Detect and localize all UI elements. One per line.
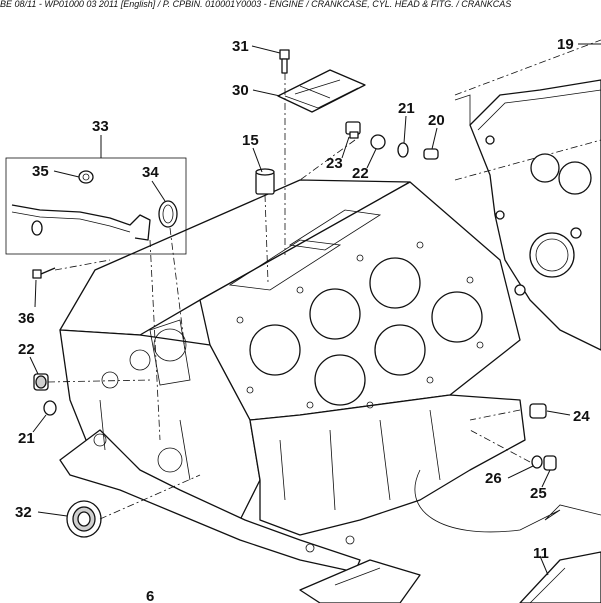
callout-11: 11 bbox=[533, 545, 549, 562]
callout-6: 6 bbox=[146, 588, 154, 603]
plug-25 bbox=[543, 455, 557, 471]
callout-21-left: 21 bbox=[18, 430, 35, 447]
o-ring-21-left bbox=[43, 400, 57, 416]
callout-24: 24 bbox=[573, 408, 590, 425]
ring-26 bbox=[531, 455, 543, 469]
callout-31: 31 bbox=[232, 38, 249, 55]
crankcase-block bbox=[59, 179, 526, 573]
bolt-36 bbox=[32, 267, 56, 279]
shaft-seal-32 bbox=[66, 500, 102, 538]
callout-36: 36 bbox=[18, 310, 35, 327]
timing-cover bbox=[454, 39, 601, 351]
callout-34: 34 bbox=[142, 164, 159, 181]
dowel-sleeve-15 bbox=[255, 168, 275, 195]
callout-22-left: 22 bbox=[18, 341, 35, 358]
callout-35: 35 bbox=[32, 163, 49, 180]
callout-32: 32 bbox=[15, 504, 32, 521]
guide-wire bbox=[414, 469, 601, 533]
callout-25: 25 bbox=[530, 485, 547, 502]
callout-26: 26 bbox=[485, 470, 502, 487]
document-header: BE 08/11 - WP01000 03 2011 [English] / P… bbox=[0, 0, 512, 9]
callout-30: 30 bbox=[232, 82, 249, 99]
callout-19: 19 bbox=[557, 36, 574, 53]
callout-22-top: 22 bbox=[352, 165, 369, 182]
callout-20: 20 bbox=[428, 112, 445, 129]
seal-22-top bbox=[370, 134, 386, 150]
lower-part-6 bbox=[299, 559, 421, 603]
guide-rail-11 bbox=[519, 551, 601, 603]
callout-23: 23 bbox=[326, 155, 343, 172]
callout-33: 33 bbox=[92, 118, 109, 135]
pin-20 bbox=[423, 148, 439, 160]
cover-plate-30 bbox=[277, 69, 366, 113]
bolt-31 bbox=[279, 49, 290, 74]
seal-22-left bbox=[33, 373, 49, 391]
plug-23 bbox=[345, 121, 361, 139]
callout-15: 15 bbox=[242, 132, 259, 149]
oil-line-assembly bbox=[5, 157, 187, 255]
callout-21-top: 21 bbox=[398, 100, 415, 117]
sleeve-24 bbox=[529, 403, 547, 419]
o-ring-21-top bbox=[397, 142, 409, 158]
